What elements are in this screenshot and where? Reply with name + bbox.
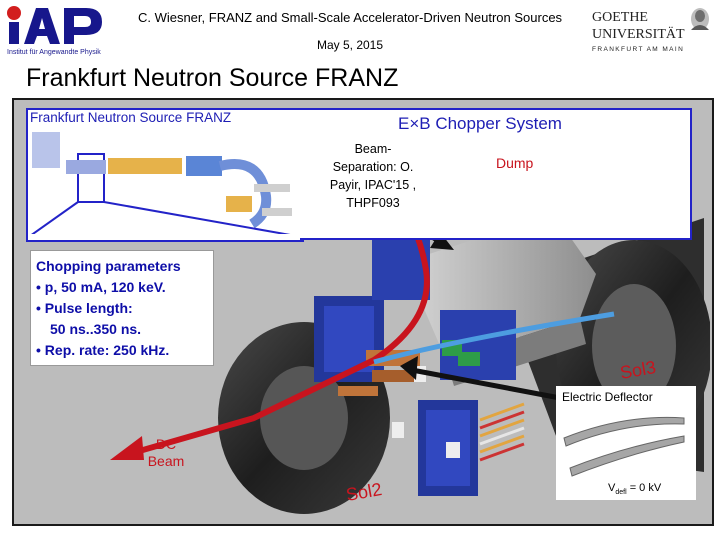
presentation-header-title: C. Wiesner, FRANZ and Small-Scale Accele…	[137, 10, 563, 25]
chopping-parameters-title: Chopping parameters	[36, 258, 181, 274]
beam-separation-note: Beam- Separation: O. Payir, IPAC'15 , TH…	[308, 140, 438, 212]
iap-logo-dot	[7, 6, 21, 20]
svg-text:Institut für Angewandte Physik: Institut für Angewandte Physik	[7, 49, 101, 56]
chopper-highlight-box	[77, 153, 105, 203]
chopping-parameters-box	[30, 250, 214, 366]
beam-separation-line: Payir, IPAC'15 ,	[329, 178, 417, 192]
pulsed-beam-path	[373, 311, 615, 365]
parameter-line: • p, 50 mA, 120 keV.	[36, 279, 166, 295]
chopper-title: E×B Chopper System	[398, 114, 562, 133]
chopper-3d-rendering	[110, 181, 710, 514]
parameter-line: 50 ns..350 ns.	[50, 321, 142, 337]
deflector-voltage-label: Vdefl = 0 kV	[608, 482, 662, 497]
dc-beam-label: DC Beam	[136, 436, 196, 470]
svg-text:UNIVERSITÄT: UNIVERSITÄT	[592, 25, 685, 42]
goethe-portrait-icon	[691, 8, 709, 30]
dump-label: Dump	[496, 155, 534, 171]
beam-separation-line: Separation: O.	[332, 160, 414, 174]
beam-separation-line: THPF093	[346, 196, 400, 210]
parameter-line: • Rep. rate: 250 kHz.	[36, 342, 170, 358]
franz-layout-schematic	[31, 132, 292, 234]
goethe-university-logo: GOETHE UNIVERSITÄT FRANKFURT AM MAIN	[592, 8, 709, 53]
svg-text:FRANKFURT AM MAIN: FRANKFURT AM MAIN	[592, 46, 684, 53]
chopper-header-box	[300, 108, 692, 240]
electric-deflector-title: Electric Deflector	[562, 390, 653, 404]
dc-beam-arrow-icon	[110, 436, 144, 460]
dc-beam-label-line: Beam	[147, 453, 185, 469]
cable-bundles	[479, 402, 525, 462]
dc-beam-label-line: DC	[155, 436, 177, 452]
beam-separation-line: Beam-	[354, 142, 392, 156]
deflector-plates-drawing	[563, 416, 685, 477]
presentation-date: May 5, 2015	[316, 38, 384, 52]
parameter-line: • Pulse length:	[36, 300, 133, 316]
svg-text:GOETHE: GOETHE	[592, 10, 648, 25]
iap-logo: Institut für Angewandte Physik	[7, 6, 102, 56]
slide-title: Frankfurt Neutron Source FRANZ	[26, 64, 399, 92]
inset-title: Frankfurt Neutron Source FRANZ	[30, 110, 232, 125]
